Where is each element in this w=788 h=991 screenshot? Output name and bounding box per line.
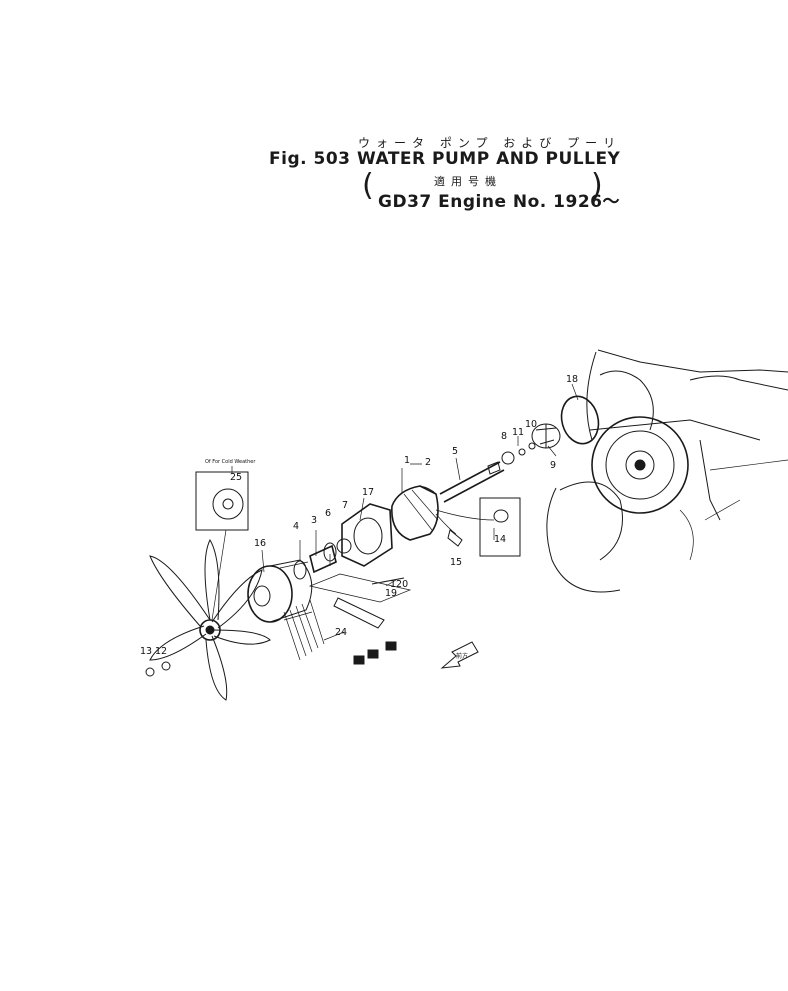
callout-8: 8	[501, 431, 508, 442]
seal-drawing	[501, 451, 515, 465]
applicable-label-japanese: 適用号機	[434, 175, 502, 188]
callout-15: 15	[450, 557, 463, 568]
applicable-engine-label: GD37 Engine No. 1926～	[378, 192, 621, 212]
bearing-drawing	[336, 538, 352, 554]
callout-6: 6	[325, 508, 332, 519]
callout-7: 7	[342, 500, 349, 511]
callout-18: 18	[566, 374, 579, 385]
shaft-drawing	[439, 461, 505, 503]
callout-2: 2	[425, 457, 432, 468]
callout-13: 13	[140, 646, 153, 657]
callout-25: 25	[230, 472, 243, 483]
fan-drawing	[149, 538, 271, 701]
callout-4: 4	[293, 521, 300, 532]
belts-drawing	[283, 599, 325, 661]
pulley-drawing	[247, 559, 313, 623]
callout-120: 120	[390, 579, 409, 590]
bolt-drawing	[353, 655, 365, 665]
close-paren: )	[591, 168, 603, 203]
cover-plate-drawing	[341, 503, 393, 567]
callout-11: 11	[512, 427, 525, 438]
callout-9: 9	[550, 460, 557, 471]
cold-weather-note: Of For Cold Weather	[205, 459, 256, 465]
callout-5: 5	[452, 446, 459, 457]
front-arrow-drawing	[440, 641, 479, 669]
title-japanese: ウォータ ポンプ および プーリ	[358, 136, 622, 150]
spacer-box-drawing	[195, 471, 249, 531]
gasket-drawing	[560, 395, 600, 445]
engine-block-drawing	[546, 349, 788, 593]
pump-body-drawing	[391, 485, 439, 541]
callout-10: 10	[525, 419, 538, 430]
callout-1: 1	[404, 455, 411, 466]
callout-19: 19	[385, 588, 398, 599]
callout-12: 12	[155, 646, 168, 657]
impeller-drawing	[531, 423, 561, 449]
callout-16: 16	[254, 538, 267, 549]
callout-14: 14	[494, 534, 507, 545]
title-english: WATER PUMP AND PULLEY	[357, 149, 621, 169]
callout-3: 3	[311, 515, 318, 526]
open-paren: (	[362, 168, 374, 203]
bracket-drawing	[308, 573, 412, 603]
callout-24: 24	[335, 627, 348, 638]
callout-17: 17	[362, 487, 375, 498]
figure-label: Fig. 503	[269, 149, 351, 169]
front-marker-label: 前方	[456, 653, 469, 660]
